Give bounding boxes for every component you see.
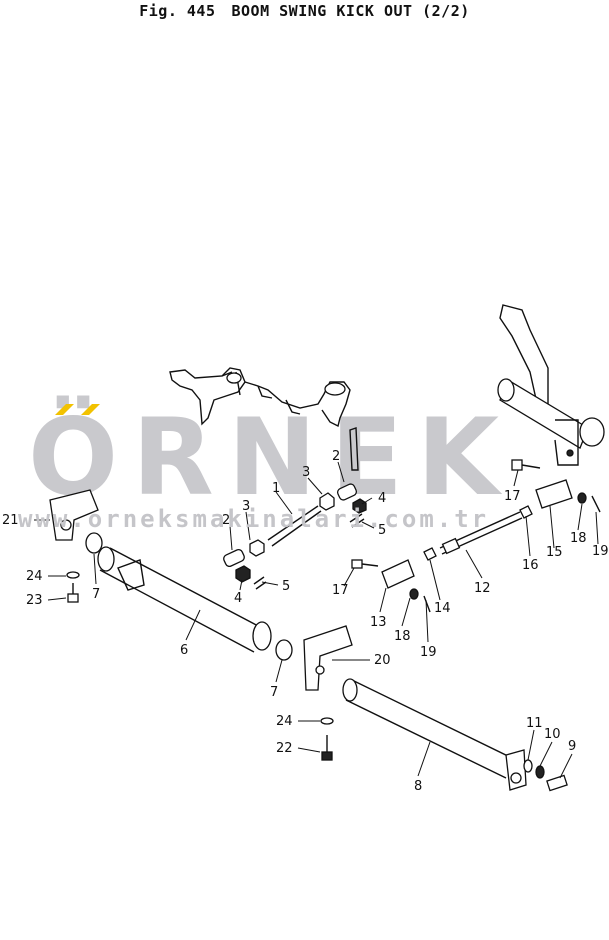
callout-15: 15 <box>546 545 563 560</box>
callout-5: 5 <box>282 579 290 594</box>
part-7-bushing <box>85 532 103 554</box>
callout-6: 6 <box>180 643 188 658</box>
callout-19: 19 <box>592 544 609 559</box>
callout-19: 19 <box>420 645 437 660</box>
callout-17: 17 <box>332 583 349 598</box>
callout-7: 7 <box>270 685 278 700</box>
callout-13: 13 <box>370 615 387 630</box>
callout-4: 4 <box>378 491 386 506</box>
callout-24: 24 <box>276 714 293 729</box>
callout-4: 4 <box>234 591 242 606</box>
washer-18 <box>577 492 587 504</box>
callout-8: 8 <box>414 779 422 794</box>
callout-20: 20 <box>374 653 391 668</box>
callout-16: 16 <box>522 558 539 573</box>
upper-linkage-assembly <box>169 367 359 471</box>
washer-18 <box>409 588 419 600</box>
callout-22: 22 <box>276 741 293 756</box>
callout-1: 1 <box>272 481 280 496</box>
callouts: 1 2 3 4 5 2 3 4 5 6 7 7 8 9 10 11 12 13 … <box>2 449 609 794</box>
clevis-13 <box>381 559 415 589</box>
part-8-tube <box>342 678 527 791</box>
figure-number: Fig. 445 <box>139 2 216 20</box>
part-7-bushing <box>275 639 293 661</box>
part-6-tube <box>97 546 272 653</box>
callout-21: 21 <box>2 513 19 528</box>
figure-title: Fig. 445 BOOM SWING KICK OUT (2/2) <box>0 2 609 20</box>
callout-18: 18 <box>394 629 411 644</box>
callout-5: 5 <box>378 523 386 538</box>
part-1-rod <box>267 505 322 547</box>
figure-name: BOOM SWING KICK OUT (2/2) <box>231 2 470 20</box>
bracket-21 <box>49 489 99 541</box>
callout-2: 2 <box>222 513 230 528</box>
upper-joint-parts <box>319 483 367 528</box>
callout-12: 12 <box>474 581 491 596</box>
bracket-20 <box>303 625 353 691</box>
watermark-accent-icon <box>55 404 100 415</box>
part-12-rod <box>439 511 523 555</box>
leader-lines <box>34 461 599 779</box>
callout-17: 17 <box>504 489 521 504</box>
callout-2: 2 <box>332 449 340 464</box>
watermark-url: www.orneksmakinalari.com.tr <box>18 505 490 533</box>
callout-10: 10 <box>544 727 561 742</box>
nut-16 <box>519 505 533 519</box>
callout-24: 24 <box>26 569 43 584</box>
watermark-logo: ÖRNEK <box>28 396 513 519</box>
callout-7: 7 <box>92 587 100 602</box>
lower-joint-parts <box>223 539 267 590</box>
callout-18: 18 <box>570 531 587 546</box>
callout-11: 11 <box>526 716 543 731</box>
nut-14 <box>423 547 437 561</box>
bolt-22 <box>320 717 334 761</box>
pin-17 <box>351 459 541 569</box>
callout-9: 9 <box>568 739 576 754</box>
bolt-9-washers <box>523 759 568 792</box>
clevis-15 <box>535 479 573 509</box>
callout-3: 3 <box>302 465 310 480</box>
swing-pedal-assembly <box>497 304 605 466</box>
callout-23: 23 <box>26 593 43 608</box>
callout-3: 3 <box>242 499 250 514</box>
cotter-pin-19 <box>423 495 601 613</box>
callout-14: 14 <box>434 601 451 616</box>
bolt-23 <box>66 571 80 603</box>
